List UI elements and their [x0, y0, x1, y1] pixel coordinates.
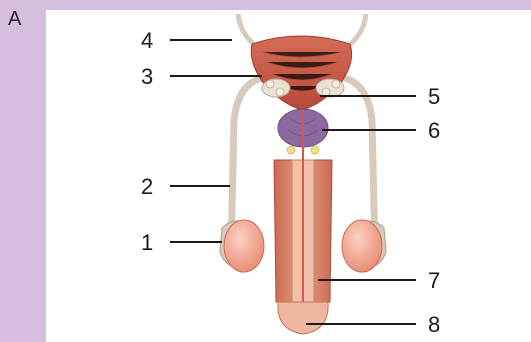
glans	[278, 302, 328, 334]
right-ureter	[346, 14, 366, 48]
right-vas-deferens	[344, 78, 374, 236]
vesicle-lobule	[276, 88, 284, 96]
left-seminal-vesicle	[262, 79, 290, 97]
right-testis	[342, 220, 382, 272]
left-vas-deferens	[232, 78, 262, 236]
left-bulbourethral-gland	[287, 146, 295, 154]
callout-8: 8	[428, 312, 440, 337]
bladder	[251, 36, 351, 110]
callout-3: 3	[141, 64, 153, 89]
vesicle-lobule	[322, 88, 330, 96]
right-seminal-vesicle	[316, 79, 344, 97]
callout-5: 5	[428, 84, 440, 109]
right-bulbourethral-gland	[311, 146, 319, 154]
callout-4: 4	[141, 28, 153, 53]
vesicle-lobule	[266, 80, 274, 88]
left-testis	[224, 220, 264, 272]
callout-6: 6	[428, 118, 440, 143]
callout-1: 1	[141, 230, 153, 255]
callout-2: 2	[141, 174, 153, 199]
vesicle-lobule	[332, 80, 340, 88]
callout-7: 7	[428, 268, 440, 293]
